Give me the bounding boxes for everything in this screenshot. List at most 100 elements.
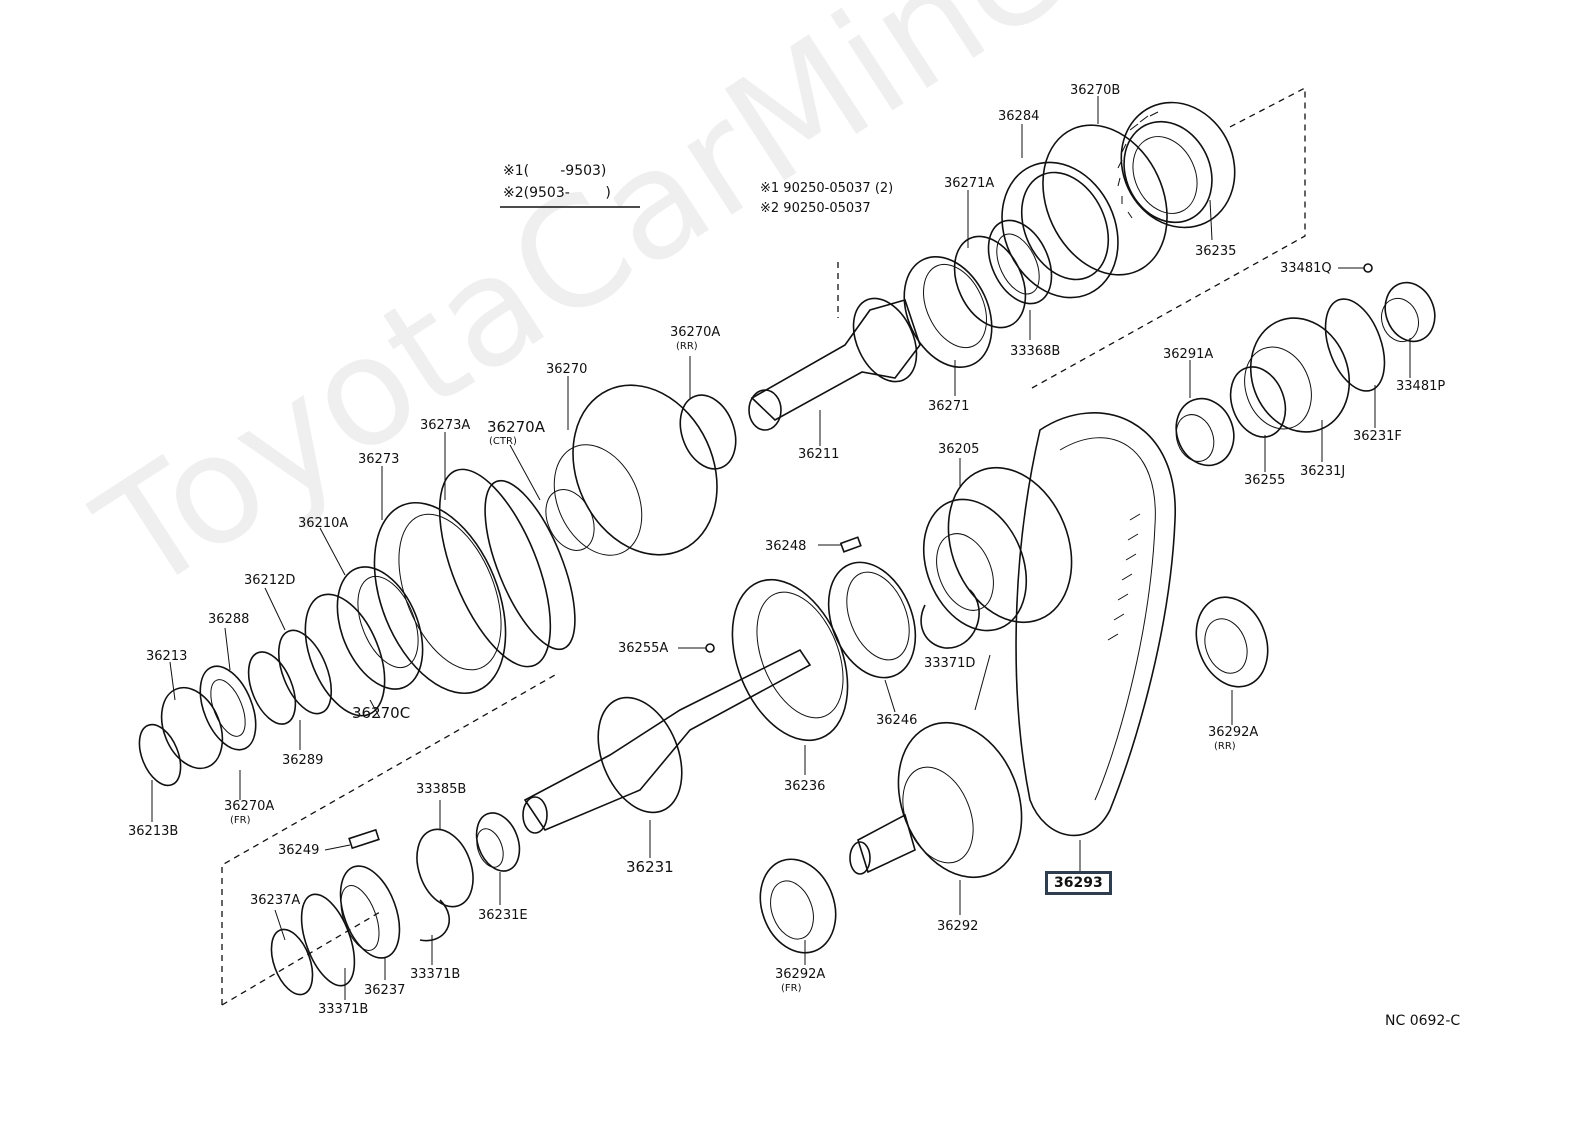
washer-33385B-shape — [416, 828, 474, 908]
key-36248-shape — [839, 536, 862, 553]
washer-36213-shape — [160, 686, 224, 770]
upper-group-outline — [1031, 86, 1306, 389]
chain-36293-shape — [1015, 412, 1176, 837]
label-36293-highlighted[interactable]: 36293 — [1045, 871, 1112, 895]
gear-36205-shape — [922, 466, 1073, 632]
label-36249[interactable]: 36249 — [278, 843, 320, 858]
label-36212D[interactable]: 36212D — [244, 573, 296, 588]
ring-36246-shape — [827, 561, 917, 679]
label-33371D[interactable]: 33371D — [924, 656, 976, 671]
lower-group-outline-bottom — [221, 911, 381, 1006]
label-36273[interactable]: 36273 — [358, 452, 400, 467]
ring-36237A-shape — [270, 928, 314, 996]
bolt-note-line1: ※1 90250-05037 (2) — [760, 181, 894, 196]
gear-36236-shape — [731, 578, 849, 742]
label-36231J[interactable]: 36231J — [1300, 464, 1346, 479]
gear-36273-shape — [373, 501, 507, 695]
label-36270[interactable]: 36270 — [546, 362, 588, 377]
leader-lines — [151, 96, 1411, 1000]
ring-36231F-shape — [1324, 298, 1386, 392]
label-36213[interactable]: 36213 — [146, 649, 188, 664]
carrier-36270-shape — [545, 384, 718, 556]
label-36270A-rr[interactable]: 36270A — [670, 325, 721, 340]
key-36249-shape — [348, 828, 380, 850]
gear-36237-shape — [339, 865, 401, 959]
label-36292[interactable]: 36292 — [937, 919, 979, 934]
marker-33481Q — [1363, 263, 1373, 273]
label-36270A-fr-position: (FR) — [230, 815, 251, 826]
label-36284[interactable]: 36284 — [998, 109, 1040, 124]
label-36255A[interactable]: 36255A — [618, 641, 669, 656]
ring-33371B-shape — [300, 893, 356, 987]
clip-33371D-shape — [920, 589, 980, 649]
washer-36255-shape — [1229, 366, 1287, 438]
label-36270B[interactable]: 36270B — [1070, 83, 1121, 98]
bolt-note-line2: ※2 90250-05037 — [760, 201, 871, 216]
label-36211[interactable]: 36211 — [798, 447, 840, 462]
bearing-36291A-shape — [1175, 397, 1235, 467]
nut-33481P-shape — [1380, 281, 1436, 343]
lower-group-outline — [221, 674, 556, 1005]
label-36237[interactable]: 36237 — [364, 983, 406, 998]
bearing-36292A-rr-shape — [1195, 596, 1269, 688]
ring-36270A-ctr-shape — [484, 479, 576, 651]
label-33371B-right[interactable]: 33371B — [410, 967, 461, 982]
label-36246[interactable]: 36246 — [876, 713, 918, 728]
ring-36271A-shape — [953, 219, 1053, 329]
label-33385B[interactable]: 33385B — [416, 782, 467, 797]
ring-36284-shape — [1001, 161, 1119, 299]
bearing-36231E-shape — [475, 812, 521, 872]
ring-36212D-shape — [277, 629, 333, 715]
label-36292A-fr-position: (FR) — [781, 983, 802, 994]
clip-33371B-shape — [419, 899, 451, 942]
note-line2: ※2(9503- ) — [503, 185, 611, 201]
label-36237A[interactable]: 36237A — [250, 893, 301, 908]
sprocket-36292-shape — [849, 721, 1023, 879]
gear-36235-shape — [1117, 101, 1236, 229]
ring-36270C-shape — [304, 593, 386, 717]
gear-36271-shape — [903, 255, 993, 369]
drawing-code: NC 0692-C — [1385, 1013, 1461, 1029]
label-36231F[interactable]: 36231F — [1353, 429, 1402, 444]
housing-36231J-shape — [1244, 317, 1351, 433]
label-36288[interactable]: 36288 — [208, 612, 250, 627]
ring-36289-shape — [247, 651, 297, 725]
label-36292A-rr[interactable]: 36292A — [1208, 725, 1259, 740]
label-36270A-ctr-position: (CTR) — [489, 436, 517, 447]
label-36231E[interactable]: 36231E — [478, 908, 528, 923]
label-33481Q[interactable]: 33481Q — [1280, 261, 1332, 276]
label-36205[interactable]: 36205 — [938, 442, 980, 457]
bearing-36292A-fr-shape — [759, 858, 837, 954]
bearing-36288-shape — [199, 665, 257, 751]
ring-36213B-shape — [138, 723, 182, 787]
label-36291A[interactable]: 36291A — [1163, 347, 1214, 362]
label-36292A-fr[interactable]: 36292A — [775, 967, 826, 982]
shaft-36211-shape — [748, 297, 921, 431]
label-36270A-ctr[interactable]: 36270A — [487, 418, 545, 436]
label-36235[interactable]: 36235 — [1195, 244, 1237, 259]
label-36270C[interactable]: 36270C — [352, 704, 411, 722]
ring-36270B-shape — [1042, 124, 1168, 276]
label-36248[interactable]: 36248 — [765, 539, 807, 554]
label-33371B-left[interactable]: 33371B — [318, 1002, 369, 1017]
label-36231[interactable]: 36231 — [626, 858, 674, 876]
label-36210A[interactable]: 36210A — [298, 516, 349, 531]
shaft-36231-shape — [522, 648, 812, 834]
label-36213B[interactable]: 36213B — [128, 824, 179, 839]
label-36271A[interactable]: 36271A — [944, 176, 995, 191]
label-33368B[interactable]: 33368B — [1010, 344, 1061, 359]
gear-36210A-shape — [336, 566, 424, 690]
label-36273A[interactable]: 36273A — [420, 418, 471, 433]
marker-36255A — [705, 643, 715, 653]
ring-36273A-shape — [438, 468, 552, 668]
label-36255[interactable]: 36255 — [1244, 473, 1286, 488]
label-36236[interactable]: 36236 — [784, 779, 826, 794]
note-line1: ※1( -9503) — [503, 163, 607, 179]
label-36289[interactable]: 36289 — [282, 753, 324, 768]
label-36270A-fr[interactable]: 36270A — [224, 799, 275, 814]
label-36271[interactable]: 36271 — [928, 399, 970, 414]
label-33481P[interactable]: 33481P — [1396, 379, 1446, 394]
label-36270A-rr-position: (RR) — [676, 341, 698, 352]
